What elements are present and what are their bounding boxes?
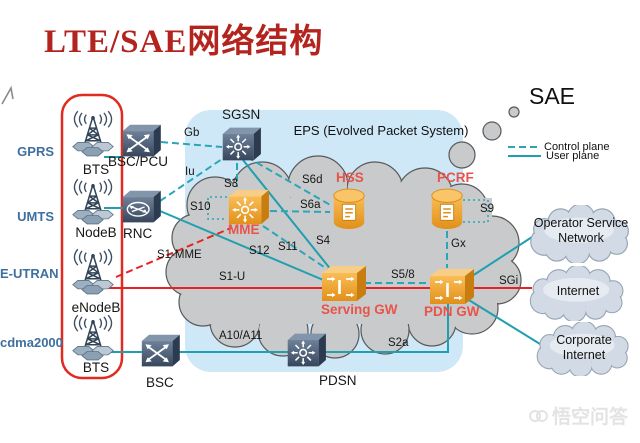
label-nodeb: NodeB: [75, 225, 117, 240]
label-bts-2: BTS: [82, 360, 110, 375]
label-corporate-internet-2: Internet: [562, 348, 606, 362]
label-gprs: GPRS: [17, 144, 54, 159]
control-plane-lines: [159, 141, 541, 284]
bsc-icon: [140, 333, 180, 368]
label-umts: UMTS: [17, 209, 54, 224]
label-eps: EPS (Evolved Packet System): [293, 123, 469, 138]
label-sae: SAE: [529, 83, 576, 109]
cursor-artifact-icon: [1, 85, 14, 105]
serving-gw-icon: [320, 264, 366, 303]
pdn-gw-icon: [428, 267, 474, 306]
dotted-interface-loops: [207, 196, 489, 223]
label-if-s2a: S2a: [388, 337, 409, 349]
legend-user-plane: User plane: [546, 150, 600, 162]
label-internet: Internet: [556, 284, 600, 298]
nodeb-tower-icon: [71, 178, 115, 225]
label-corporate-internet-1: Corporate: [556, 333, 612, 347]
label-mme: MME: [228, 222, 260, 237]
sgsn-icon: [221, 126, 262, 162]
label-if-s4: S4: [316, 235, 331, 247]
label-bts-1: BTS: [82, 162, 110, 177]
label-if-s9: S9: [480, 203, 495, 215]
label-bsc-pcu: BSC/PCU: [108, 154, 169, 169]
sae-thought-bubbles: [482, 106, 520, 141]
label-if-s6d: S6d: [302, 174, 323, 186]
label-pcrf: PCRF: [437, 170, 474, 185]
label-if-sgi: SGi: [499, 275, 519, 287]
label-operator-network-1: Operator Service: [533, 216, 629, 230]
mme-icon: [228, 188, 270, 226]
label-if-gb: Gb: [184, 127, 200, 139]
label-if-s3: S3: [224, 178, 239, 190]
watermark: 悟空问答: [528, 402, 628, 429]
label-cdma2000: cdma2000: [0, 335, 63, 350]
legend-control-plane: Control plane: [544, 141, 610, 153]
label-if-s11: S11: [278, 241, 298, 253]
access-group-frame: [60, 93, 124, 380]
label-if-s6a: S6a: [300, 199, 321, 211]
cdma-bts-tower-icon: [71, 314, 115, 361]
label-if-gx: Gx: [451, 238, 466, 250]
label-pdn-gw: PDN GW: [424, 304, 480, 319]
label-if-a10-a11: A10/A11: [219, 330, 263, 342]
watermark-text: 悟空问答: [551, 407, 628, 428]
bsc-pcu-icon: [121, 123, 162, 158]
user-plane-lines: [104, 155, 541, 353]
label-if-iu: Iu: [185, 166, 195, 178]
label-if-s1-mme: S1-MME: [157, 249, 202, 261]
bts-tower-icon: [71, 110, 115, 157]
label-if-s10: S10: [190, 201, 211, 213]
page-title: LTE/SAE网络结构: [44, 24, 324, 60]
label-pdsn: PDSN: [319, 373, 357, 388]
hss-icon: [333, 188, 365, 230]
rnc-icon: [122, 189, 162, 224]
label-operator-network-2: Network: [558, 231, 604, 245]
pcrf-icon: [431, 188, 463, 230]
label-rnc: RNC: [123, 226, 153, 241]
label-if-s12: S12: [249, 245, 270, 257]
pdsn-icon: [286, 332, 326, 368]
label-if-s5-8: S5/8: [391, 269, 415, 281]
label-if-s1-u: S1-U: [219, 271, 246, 283]
label-serving-gw: Serving GW: [321, 302, 398, 317]
label-sgsn: SGSN: [222, 107, 261, 122]
label-hss: HSS: [336, 170, 364, 185]
label-eutran: E-UTRAN: [0, 266, 59, 281]
watermark-logo-icon: [528, 409, 548, 422]
label-enodeb: eNodeB: [71, 300, 121, 315]
enodeb-tower-icon: [71, 248, 115, 295]
label-bsc: BSC: [146, 375, 174, 390]
